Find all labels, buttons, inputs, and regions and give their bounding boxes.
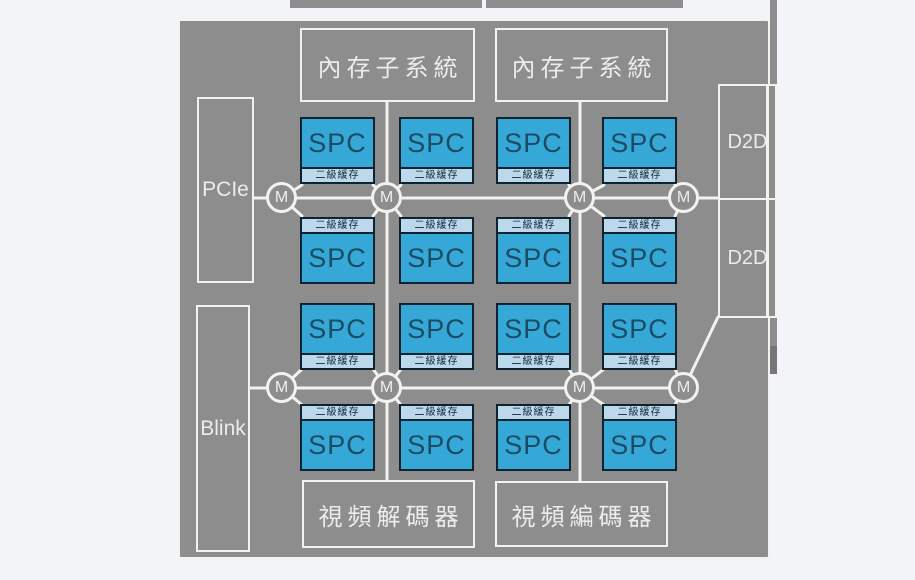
mesh-node-label: M [676,188,691,206]
d2d-label: D2D [727,246,768,269]
l2-cache-label: 二級緩存 [414,219,459,231]
memory-subsystem-label: 內存子系統 [317,55,463,82]
spc-label: SPC [407,313,466,344]
spc-label: SPC [407,127,466,158]
spc-label: SPC [504,429,563,460]
spc-label: SPC [610,313,669,344]
memory-subsystem-box-right: 內存子系統 [495,28,668,102]
spc-block: SPC 二級緩存 [602,217,677,284]
l2-cache-label: 二級緩存 [511,169,556,181]
mesh-node: M [371,182,402,213]
mesh-node-label: M [676,378,691,396]
spc-label: SPC [308,313,367,344]
l2-cache-label: 二級緩存 [617,406,662,418]
video-decoder-box: 視頻解碼器 [302,480,475,548]
pcie-label: PCIe [202,178,249,201]
mesh-node-label: M [274,378,289,396]
l2-cache-strip: 二級緩存 [302,219,373,234]
mesh-node: M [266,372,297,403]
blink-label: Blink [200,416,246,440]
l2-cache-strip: 二級緩存 [302,167,373,182]
l2-cache-label: 二級緩存 [511,219,556,231]
spc-block: SPC 二級緩存 [399,217,474,284]
cropped-right-strip-tip [770,346,777,374]
l2-cache-strip: 二級緩存 [302,406,373,421]
mesh-node: M [668,372,699,403]
l2-cache-strip: 二級緩存 [498,219,569,234]
l2-cache-label: 二級緩存 [315,406,360,418]
mesh-node: M [266,182,297,213]
spc-block: SPC 二級緩存 [300,404,375,471]
spc-block: SPC 二級緩存 [399,303,474,370]
spc-label: SPC [308,242,367,273]
spc-label: SPC [504,242,563,273]
l2-cache-strip: 二級緩存 [401,219,472,234]
spc-label: SPC [504,313,563,344]
die-right-border-through-d2d [766,86,769,316]
l2-cache-label: 二級緩存 [617,219,662,231]
cropped-top-bar-left [290,0,482,8]
l2-cache-label: 二級緩存 [511,355,556,367]
spc-label: SPC [504,127,563,158]
pcie-box: PCIe [197,97,254,283]
spc-label: SPC [407,242,466,273]
l2-cache-label: 二級緩存 [315,219,360,231]
spc-block: SPC 二級緩存 [300,303,375,370]
mesh-node-label: M [379,378,394,396]
blink-box: Blink [196,305,250,552]
d2d-label: D2D [727,130,768,153]
spc-label: SPC [407,429,466,460]
spc-label: SPC [308,127,367,158]
video-encoder-label: 視頻編碼器 [511,504,657,531]
l2-cache-label: 二級緩存 [315,169,360,181]
l2-cache-strip: 二級緩存 [401,406,472,421]
spc-block: SPC 二級緩存 [496,303,571,370]
spc-block: SPC 二級緩存 [496,117,571,184]
mesh-node: M [564,182,595,213]
l2-cache-label: 二級緩存 [414,355,459,367]
l2-cache-strip: 二級緩存 [498,406,569,421]
l2-cache-strip: 二級緩存 [498,167,569,182]
l2-cache-label: 二級緩存 [414,169,459,181]
spc-block: SPC 二級緩存 [602,117,677,184]
spc-label: SPC [610,127,669,158]
spc-block: SPC 二級緩存 [300,117,375,184]
spc-label: SPC [610,429,669,460]
mesh-node-label: M [379,188,394,206]
spc-label: SPC [308,429,367,460]
mesh-node: M [668,182,699,213]
memory-subsystem-label: 內存子系統 [511,55,657,82]
l2-cache-strip: 二級緩存 [498,353,569,368]
l2-cache-label: 二級緩存 [414,406,459,418]
l2-cache-label: 二級緩存 [617,169,662,181]
l2-cache-label: 二級緩存 [511,406,556,418]
memory-subsystem-box-left: 內存子系統 [300,28,475,102]
l2-cache-strip: 二級緩存 [401,167,472,182]
spc-block: SPC 二級緩存 [602,303,677,370]
l2-cache-label: 二級緩存 [315,355,360,367]
mesh-node-label: M [274,188,289,206]
spc-block: SPC 二級緩存 [399,117,474,184]
spc-label: SPC [610,242,669,273]
l2-cache-label: 二級緩存 [617,355,662,367]
spc-block: SPC 二級緩存 [300,217,375,284]
video-encoder-box: 視頻編碼器 [495,481,668,547]
spc-block: SPC 二級緩存 [496,404,571,471]
l2-cache-strip: 二級緩存 [302,353,373,368]
mesh-node: M [371,372,402,403]
l2-cache-strip: 二級緩存 [604,219,675,234]
l2-cache-strip: 二級緩存 [401,353,472,368]
l2-cache-strip: 二級緩存 [604,167,675,182]
l2-cache-strip: 二級緩存 [604,353,675,368]
mesh-node: M [564,372,595,403]
mesh-node-label: M [572,188,587,206]
video-decoder-label: 視頻解碼器 [318,504,464,531]
spc-block: SPC 二級緩存 [399,404,474,471]
spc-block: SPC 二級緩存 [602,404,677,471]
mesh-node-label: M [572,378,587,396]
spc-block: SPC 二級緩存 [496,217,571,284]
l2-cache-strip: 二級緩存 [604,406,675,421]
cropped-top-bar-right [486,0,683,8]
